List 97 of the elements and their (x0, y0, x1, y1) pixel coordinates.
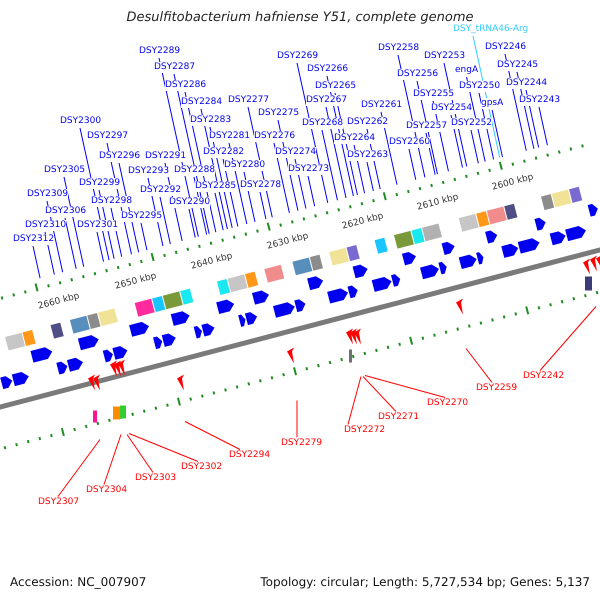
gene-label: DSY2290 (169, 197, 210, 208)
gene-label: DSY_tRNA46-Arg (453, 24, 528, 35)
gene-label: DSY2298 (91, 196, 132, 207)
scale-label: 2660 kbp (37, 291, 81, 312)
leader-line (326, 106, 347, 199)
gene-label: DSY2302 (181, 462, 222, 472)
gene-label: DSY2255 (413, 89, 454, 100)
leader-line (492, 110, 503, 158)
gene-label: DSY2280 (224, 160, 266, 171)
leader-line (260, 192, 266, 220)
gene-label: DSY2279 (281, 438, 322, 448)
leader-line (32, 246, 41, 279)
gene-label: DSY2309 (27, 189, 68, 200)
leader-line (466, 348, 492, 383)
gene-label: DSY2250 (459, 81, 500, 92)
gene-label: DSY2276 (254, 131, 296, 142)
gene-label: DSY2273 (288, 164, 330, 175)
leader-line (538, 106, 548, 146)
gene-label: engA (455, 65, 478, 76)
leader-line (126, 434, 154, 473)
leader-line (274, 142, 290, 214)
leader-line (140, 222, 148, 251)
scale-label: 2610 kbp (416, 192, 460, 212)
gene-label: DSY2265 (315, 81, 356, 92)
leader-line (348, 376, 362, 425)
gene-label: DSY2304 (86, 484, 128, 496)
gene-label: DSY2307 (38, 496, 80, 508)
gene-label: DSY2299 (79, 178, 120, 189)
leader-line (128, 433, 198, 462)
gene-label: DSY2288 (174, 165, 216, 176)
leader-line (364, 375, 446, 398)
leader-line (188, 208, 196, 238)
leader-line (380, 112, 398, 186)
gene-label: DSY2242 (523, 370, 564, 382)
gene-label: DSY2285 (195, 181, 236, 192)
gene-label: DSY2310 (25, 220, 66, 231)
gene-label: DSY2244 (506, 78, 548, 89)
leader-line (64, 176, 84, 268)
leader-line (64, 218, 77, 270)
gene-label: DSY2312 (13, 234, 54, 245)
scale-label: 2630 kbp (266, 231, 310, 252)
gene-label: DSY2272 (344, 424, 386, 436)
leader-line (104, 434, 122, 485)
leader-line (470, 130, 479, 164)
scale-label: 2650 kbp (114, 270, 158, 292)
gene-label: DSY2263 (347, 150, 388, 161)
gene-label: DSY2293 (128, 166, 170, 177)
gene-label: gpsA (481, 98, 504, 109)
gene-label: DSY2254 (431, 103, 472, 114)
gene-label: DSY2243 (519, 95, 560, 106)
gene-label: DSY2282 (203, 147, 244, 158)
gene-label: DSY2287 (154, 62, 196, 73)
gene-label: DSY2292 (140, 185, 182, 196)
diagram-title: Desulfitobacterium hafniense Y51, complete genome (125, 10, 474, 25)
gene-label: DSY2291 (145, 151, 186, 162)
gene-label: DSY2268 (302, 118, 344, 129)
gene-label: DSY2252 (451, 118, 492, 129)
leader-line (366, 162, 374, 192)
gene-label: DSY2286 (165, 80, 206, 91)
leader-line (308, 176, 316, 207)
gene-label: DSY2296 (99, 151, 140, 162)
gene-label: DSY2262 (347, 117, 388, 128)
gene-label: DSY2274 (275, 147, 316, 158)
gene-label: DSY2257 (406, 121, 448, 132)
leader-line (58, 439, 100, 497)
gene-label: DSY2267 (306, 95, 348, 106)
gene-label: DSY2306 (45, 206, 86, 217)
leader-line (214, 192, 224, 231)
gene-label: DSY2281 (209, 131, 250, 142)
scale-label: 2640 kbp (190, 250, 234, 272)
leader-line (296, 400, 298, 438)
leader-line (472, 36, 500, 158)
gene-label: DSY2294 (229, 450, 270, 460)
gene-label: DSY2284 (181, 97, 222, 108)
leader-line (96, 232, 104, 262)
footer-text: Accession: NC_007907 (10, 575, 146, 589)
leader-line (322, 130, 338, 201)
gene-label: DSY2295 (121, 211, 162, 222)
leader-line (160, 196, 171, 245)
leader-line (362, 376, 396, 412)
gene-label: DSY2245 (497, 60, 538, 71)
leader-line (408, 148, 416, 180)
leader-line (184, 421, 240, 450)
gene-label: DSY2301 (77, 220, 118, 231)
gene-label: DSY2270 (427, 398, 468, 408)
scale-label: 2620 kbp (341, 211, 385, 232)
gene-label: DSY2260 (389, 137, 430, 148)
gene-label: DSY2256 (397, 69, 438, 80)
gene-label: DSY2303 (135, 472, 176, 484)
gene-label: DSY2278 (240, 180, 282, 191)
scale-label: 2600 kbp (491, 172, 535, 193)
gene-label: DSY2271 (378, 412, 420, 422)
gene-label: DSY2259 (476, 382, 518, 394)
leader-line (540, 306, 596, 371)
gene-label: DSY2264 (334, 133, 376, 144)
gene-label: DSY2283 (190, 115, 232, 126)
footer-text: Topology: circular; Length: 5,727,534 bp; Genes: 5,137 (260, 575, 590, 589)
